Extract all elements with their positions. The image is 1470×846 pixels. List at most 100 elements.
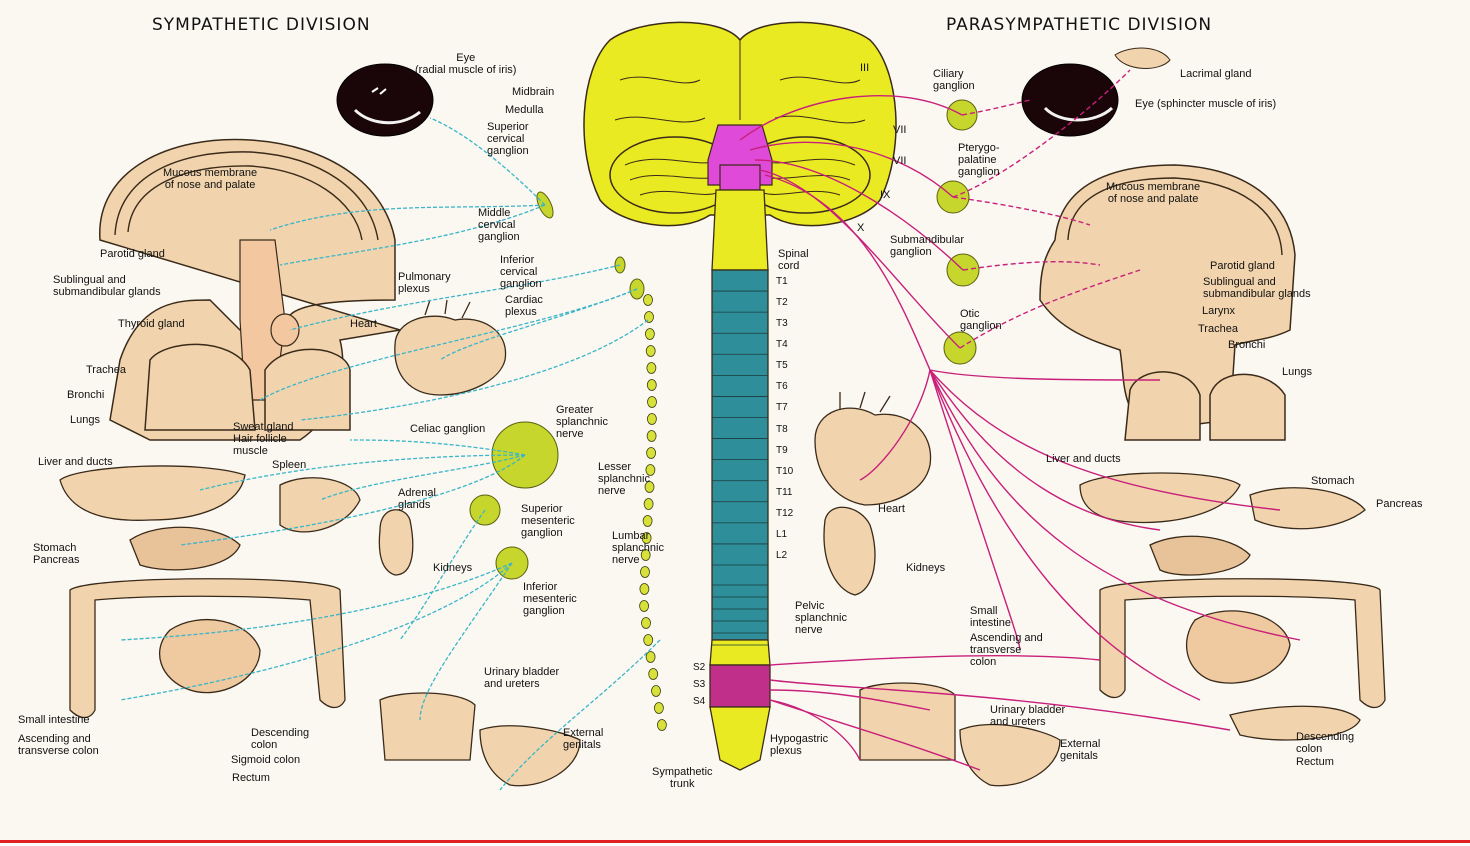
label-left-descending-colon: Descending colon xyxy=(251,727,309,751)
label-cardiac-plexus: Cardiac plexus xyxy=(505,294,543,318)
label-middle-cervical-ganglion: Middle cervical ganglion xyxy=(478,207,520,243)
label-right-urinary-bladder: Urinary bladder and ureters xyxy=(990,704,1065,728)
label-right-external-genitals: External genitals xyxy=(1060,738,1100,762)
bottom-divider xyxy=(0,840,1470,843)
label-right-sublingual-glands: Sublingual and submandibular glands xyxy=(1203,276,1311,300)
label-midbrain: Midbrain xyxy=(512,86,554,98)
sacral-segment-label: S3 xyxy=(693,679,705,690)
label-adrenal-glands: Adrenal glands xyxy=(398,487,436,511)
sympathetic-chain-ganglion xyxy=(641,567,650,578)
spinal-cord xyxy=(710,190,770,770)
label-left-ascending-colon: Ascending and transverse colon xyxy=(18,733,99,757)
label-right-mucous-membrane: Mucous membrane of nose and palate xyxy=(1106,181,1200,205)
label-inferior-mesenteric: Inferior mesenteric ganglion xyxy=(523,581,577,617)
label-lacrimal-gland: Lacrimal gland xyxy=(1180,68,1252,80)
label-sweat-gland: Sweat gland Hair follicle muscle xyxy=(233,421,294,457)
label-sympathetic-trunk: Sympathetic trunk xyxy=(652,766,713,790)
label-right-liver: Liver and ducts xyxy=(1046,453,1121,465)
label-right-lungs: Lungs xyxy=(1282,366,1312,378)
brainstem xyxy=(708,125,772,190)
cord-segment-label: T10 xyxy=(776,466,793,477)
label-left-sublingual-glands: Sublingual and submandibular glands xyxy=(53,274,161,298)
label-superior-cervical-ganglion: Superior cervical ganglion xyxy=(487,121,529,157)
cord-segment-label: T7 xyxy=(776,402,788,413)
label-inferior-cervical-ganglion: Inferior cervical ganglion xyxy=(500,254,542,290)
cord-segment-label: T2 xyxy=(776,297,788,308)
label-stomach: Stomach xyxy=(1311,475,1354,487)
label-cn-vii-a: VII xyxy=(893,124,906,136)
cord-segment-label: T8 xyxy=(776,424,788,435)
sympathetic-chain-ganglion xyxy=(647,414,656,425)
label-left-trachea: Trachea xyxy=(86,364,126,376)
label-stomach-pancreas: Stomach Pancreas xyxy=(33,542,79,566)
sympathetic-chain-ganglion xyxy=(647,363,656,374)
label-left-small-intestine: Small intestine xyxy=(18,714,90,726)
label-pancreas: Pancreas xyxy=(1376,498,1422,510)
cord-segment-label: L2 xyxy=(776,550,787,561)
sympathetic-chain-ganglion xyxy=(640,584,649,595)
sacral-segment-label: S2 xyxy=(693,662,705,673)
cord-segment-label: T9 xyxy=(776,445,788,456)
label-larynx: Larynx xyxy=(1202,305,1235,317)
label-eye-radial: Eye (radial muscle of iris) xyxy=(415,52,516,76)
sympathetic-chain-ganglion xyxy=(657,720,666,731)
label-left-kidneys: Kidneys xyxy=(433,562,472,574)
cord-segment-label: T12 xyxy=(776,508,793,519)
label-otic-ganglion: Otic ganglion xyxy=(960,308,1002,332)
parasympathetic-title: PARASYMPATHETIC DIVISION xyxy=(946,15,1212,35)
left-kidneys xyxy=(379,510,412,575)
sympathetic-chain-ganglion xyxy=(652,686,661,697)
label-left-mucous-membrane: Mucous membrane of nose and palate xyxy=(163,167,257,191)
label-right-kidneys: Kidneys xyxy=(906,562,945,574)
label-right-parotid-gland: Parotid gland xyxy=(1210,260,1275,272)
sympathetic-chain-ganglion xyxy=(644,635,653,646)
label-left-liver: Liver and ducts xyxy=(38,456,113,468)
label-lesser-splanchnic: Lesser splanchnic nerve xyxy=(598,461,650,497)
label-submandibular-ganglion: Submandibular ganglion xyxy=(890,234,964,258)
right-eye xyxy=(1022,64,1118,136)
sympathetic-title: SYMPATHETIC DIVISION xyxy=(152,15,371,35)
sympathetic-chain-ganglion xyxy=(647,431,656,442)
label-ciliary-ganglion: Ciliary ganglion xyxy=(933,68,975,92)
label-pulmonary-plexus: Pulmonary plexus xyxy=(398,271,451,295)
label-greater-splanchnic: Greater splanchnic nerve xyxy=(556,404,608,440)
label-right-rectum: Rectum xyxy=(1296,756,1334,768)
sympathetic-chain-ganglion xyxy=(644,295,653,306)
label-left-bronchi: Bronchi xyxy=(67,389,104,401)
label-right-ascending-colon: Ascending and transverse colon xyxy=(970,632,1043,668)
sympathetic-chain-ganglion xyxy=(646,346,655,357)
label-right-trachea: Trachea xyxy=(1198,323,1238,335)
label-cn-x: X xyxy=(857,222,864,234)
cord-segment-label: T6 xyxy=(776,381,788,392)
label-sigmoid-colon: Sigmoid colon xyxy=(231,754,300,766)
cord-segment-label: T3 xyxy=(776,318,788,329)
label-left-heart: Heart xyxy=(350,318,377,330)
label-right-heart: Heart xyxy=(878,503,905,515)
label-right-descending-colon: Descending colon xyxy=(1296,731,1354,755)
label-left-external-genitals: External genitals xyxy=(563,727,603,751)
label-hypogastric-plexus: Hypogastric plexus xyxy=(770,733,828,757)
sympathetic-chain-ganglion xyxy=(640,601,649,612)
label-left-urinary-bladder: Urinary bladder and ureters xyxy=(484,666,559,690)
label-cn-vii-b: VII xyxy=(893,155,906,167)
label-cn-iii: III xyxy=(860,62,869,74)
sympathetic-chain-ganglion xyxy=(643,516,652,527)
label-thyroid-gland: Thyroid gland xyxy=(118,318,185,330)
cord-segment-label: L1 xyxy=(776,529,787,540)
sympathetic-chain-ganglion xyxy=(647,448,656,459)
label-pterygopalatine-ganglion: Pterygo- palatine ganglion xyxy=(958,142,1000,178)
label-medulla: Medulla xyxy=(505,104,544,116)
cord-segment-label: T11 xyxy=(776,487,793,498)
label-eye-sphincter: Eye (sphincter muscle of iris) xyxy=(1135,98,1276,110)
label-left-parotid-gland: Parotid gland xyxy=(100,248,165,260)
label-spinal-cord: Spinal cord xyxy=(778,248,809,272)
sacral-segment-label: S4 xyxy=(693,696,705,707)
sympathetic-chain-ganglion xyxy=(644,499,653,510)
label-left-rectum: Rectum xyxy=(232,772,270,784)
label-superior-mesenteric: Superior mesenteric ganglion xyxy=(521,503,575,539)
sympathetic-chain-ganglion xyxy=(645,329,654,340)
label-left-lungs: Lungs xyxy=(70,414,100,426)
sympathetic-chain-ganglion xyxy=(647,380,656,391)
label-celiac-ganglion: Celiac ganglion xyxy=(410,423,485,435)
